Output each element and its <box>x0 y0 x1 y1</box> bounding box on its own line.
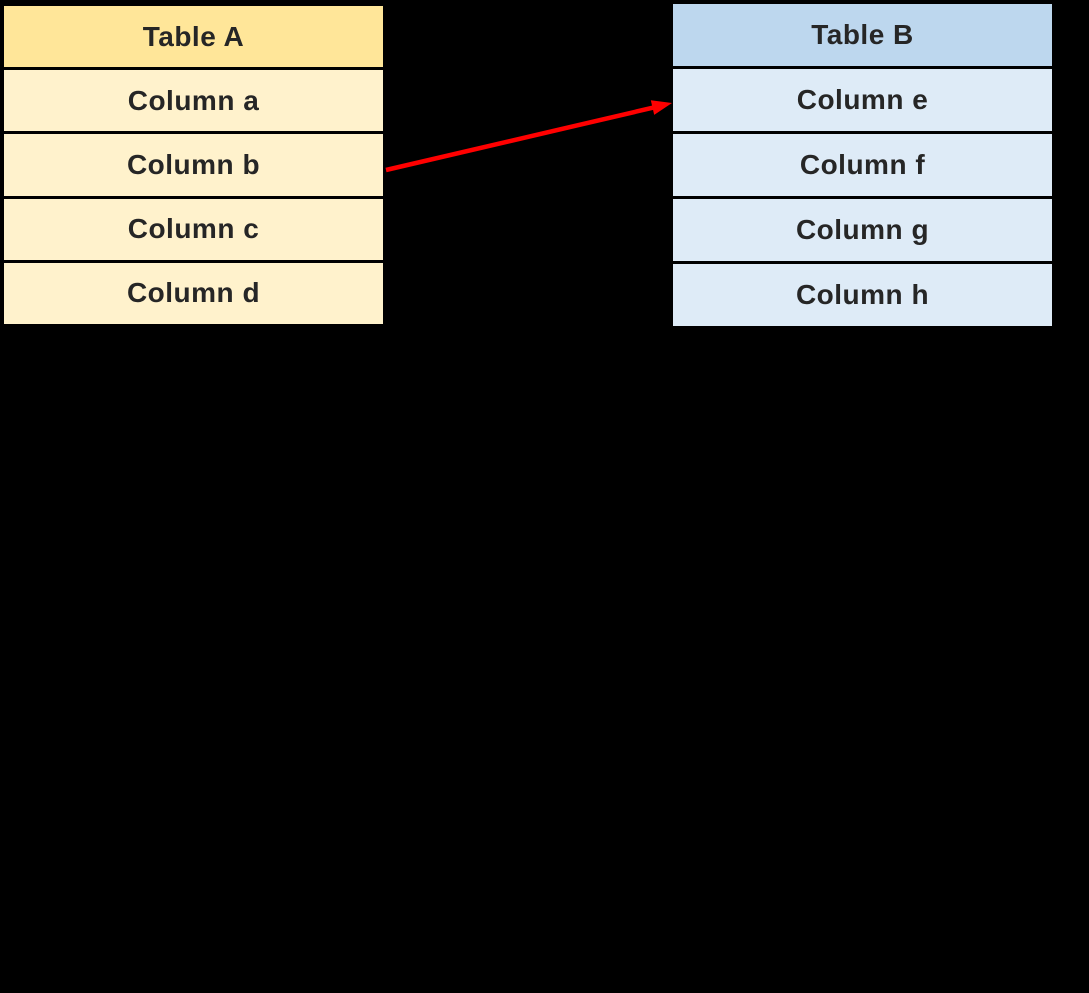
table-a-row-column-c: Column c <box>4 195 383 260</box>
table-b-row-column-h: Column h <box>673 261 1052 326</box>
table-a-row-label: Column b <box>126 149 261 180</box>
table-b-header: Table B <box>673 4 1052 66</box>
mapping-arrow-head <box>650 100 672 115</box>
table-a-row-column-b: Column b <box>4 131 383 196</box>
table-b-row-label: Column e <box>796 84 929 115</box>
table-b-row-label: Column h <box>795 279 930 310</box>
table-b-row-label: Column f <box>799 149 926 180</box>
table-a-row-column-a: Column a <box>4 67 383 132</box>
table-a-row-label: Column d <box>126 277 261 309</box>
table-a-row-label: Column c <box>127 213 260 245</box>
table-b: Table B Column e Column f Column g Colum… <box>671 2 1054 328</box>
table-b-row-column-f: Column f <box>673 131 1052 196</box>
table-a: Table A Column a Column b Column c Colum… <box>2 4 385 326</box>
table-a-title: Table A <box>142 20 245 52</box>
table-b-row-label: Column g <box>795 214 930 245</box>
mapping-arrow-line <box>385 105 656 173</box>
table-a-row-column-d: Column d <box>4 259 383 325</box>
table-a-header: Table A <box>4 6 383 68</box>
table-b-row-column-e: Column e <box>673 66 1052 131</box>
table-a-row-label: Column a <box>127 84 260 116</box>
table-b-title: Table B <box>811 19 914 50</box>
table-b-row-column-g: Column g <box>673 196 1052 261</box>
